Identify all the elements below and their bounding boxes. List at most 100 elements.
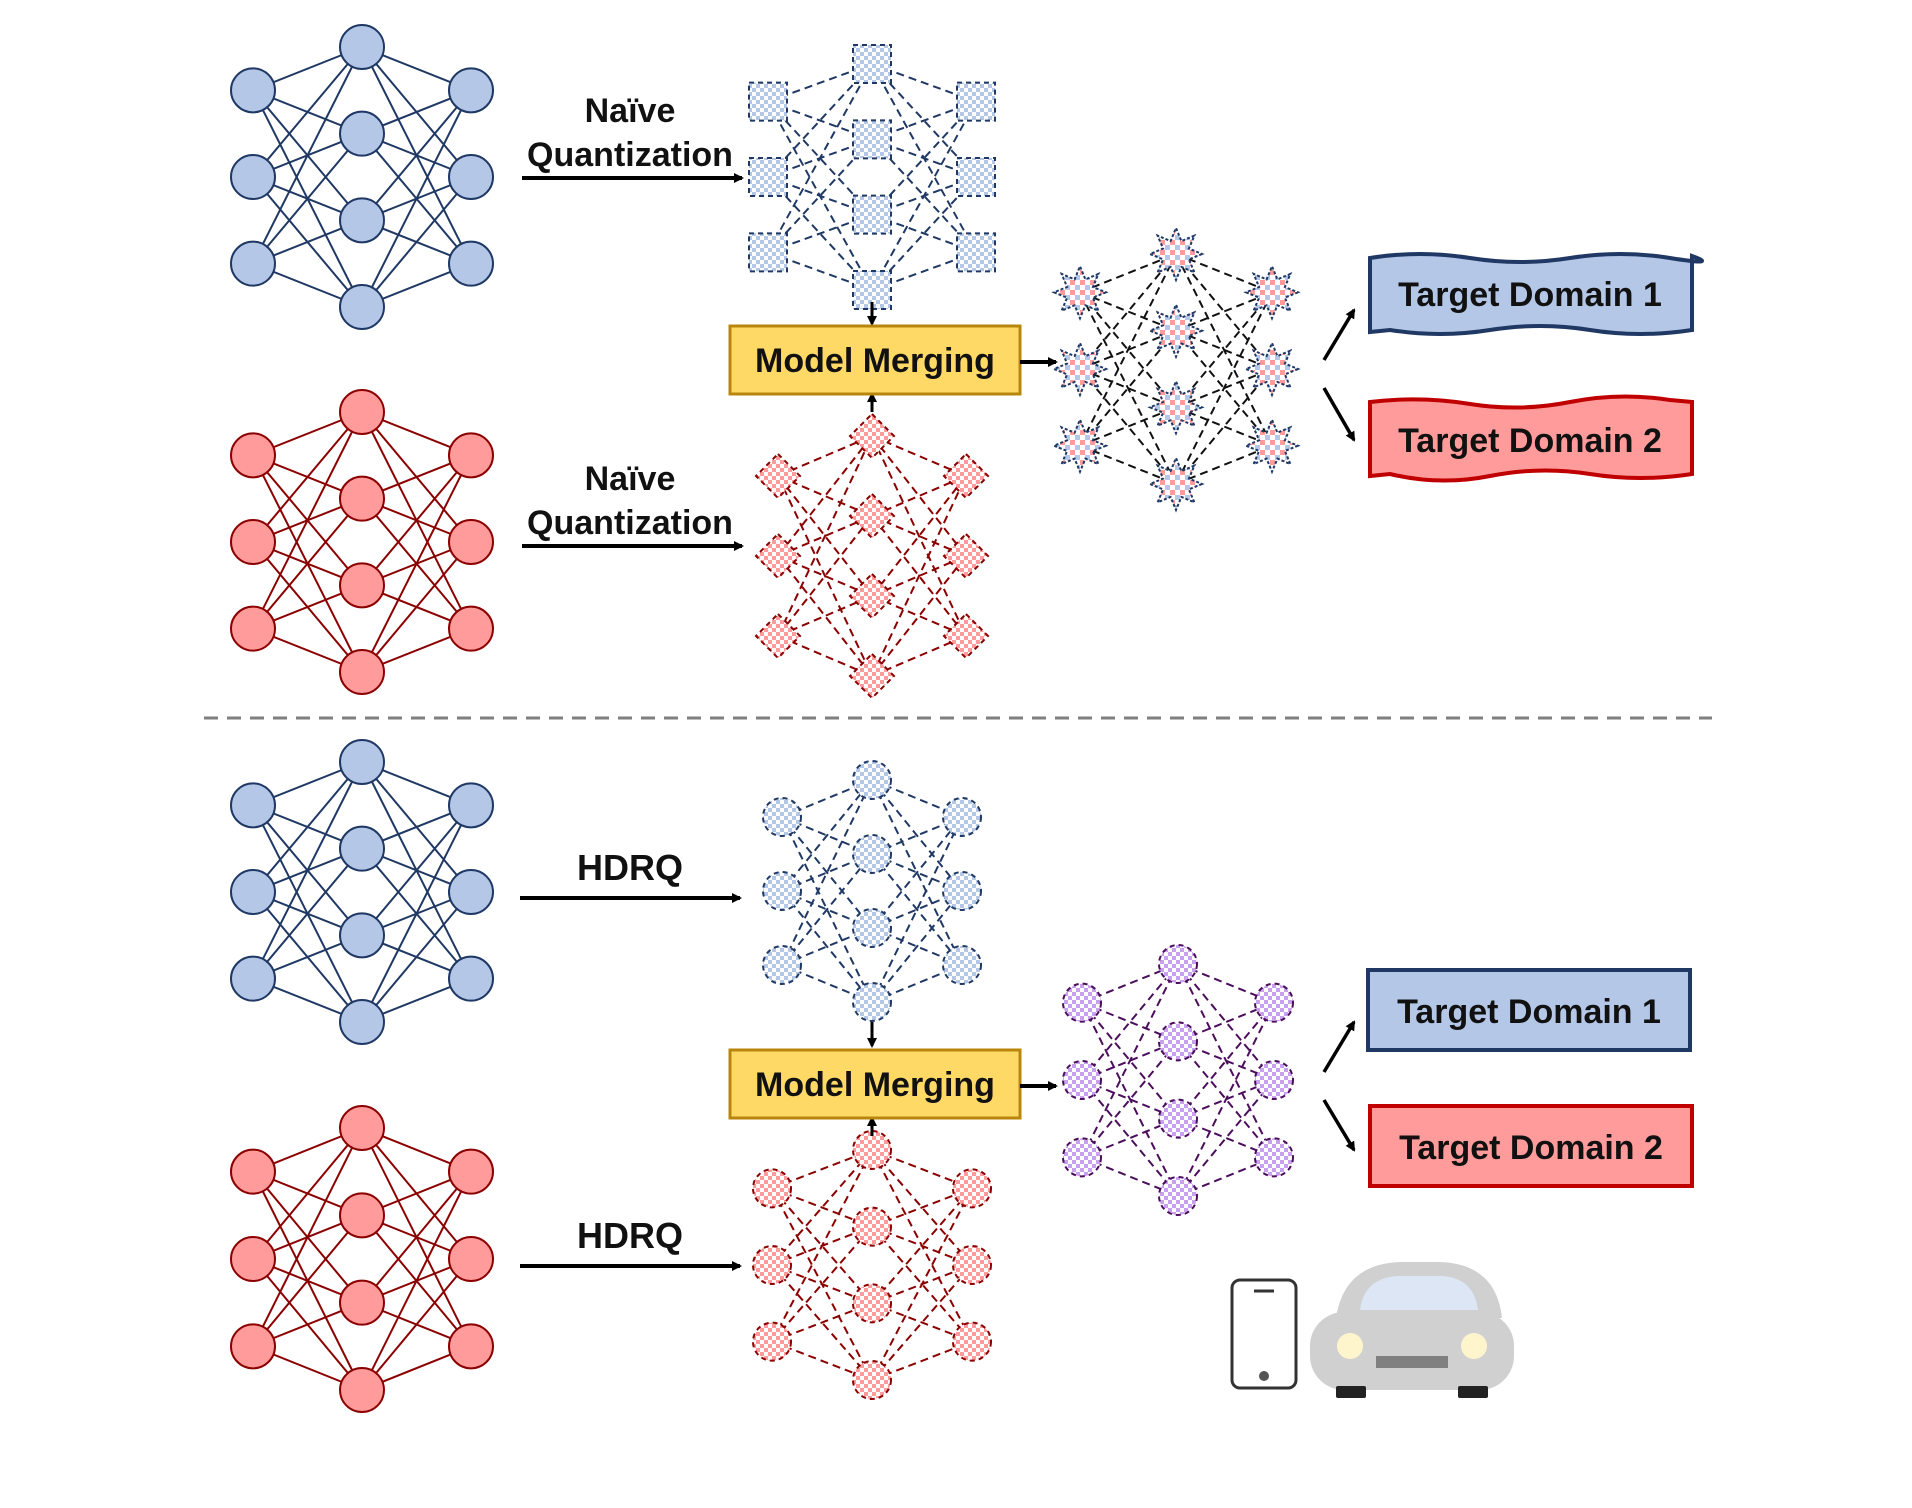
top-target2-arrow xyxy=(1322,387,1356,442)
bottom-blue-quant-net-edge xyxy=(781,779,873,966)
top-merged-noisy-net-edge xyxy=(1175,368,1273,485)
bottom-red-quant-net-node xyxy=(752,1321,792,1362)
top-red-quant-net xyxy=(754,412,990,700)
bottom-red-quant-net-node xyxy=(852,1283,892,1324)
bottom-blue-full-net-node xyxy=(448,782,494,829)
top-blue-quant-net-node xyxy=(956,232,996,273)
bottom-merged-net-node xyxy=(1062,1060,1102,1100)
top-blue-quant-net-node xyxy=(956,157,996,197)
bottom-red-full-net-edge xyxy=(252,1214,363,1347)
top-merged-noisy-net-edge xyxy=(1079,253,1177,370)
top-blue-arrow-label-1: Naïve xyxy=(585,92,676,130)
top-blue-quant-net-node xyxy=(852,119,892,160)
top-merged-noisy-net-edge xyxy=(1175,330,1273,447)
top-blue-quant-net-node xyxy=(748,81,788,122)
bottom-blue-quant-net-node xyxy=(762,945,802,985)
top-red-full-net-node xyxy=(448,432,494,479)
top-merged-noisy-net-edge xyxy=(1079,291,1177,485)
bottom-blue-full-net-edge xyxy=(361,891,472,1023)
bottom-red-quant-net-edge xyxy=(871,1187,973,1381)
bottom-target-domain-1: Target Domain 1 xyxy=(1366,968,1692,1052)
top-red-full-net-edge xyxy=(252,498,363,630)
bottom-blue-quant-net-node xyxy=(852,760,892,800)
bottom-red-full-net-node xyxy=(230,1323,276,1370)
top-red-full-net-node xyxy=(230,605,276,652)
top-blue-quant-net-node xyxy=(956,81,996,122)
bottom-blue-quant-net-edge xyxy=(781,816,873,1003)
bottom-blue-full-net-node xyxy=(448,869,494,915)
top-merged-noisy-net-edge xyxy=(1079,291,1177,408)
top-red-quant-net-edge xyxy=(871,475,967,677)
bottom-blue-quant-net-edge xyxy=(871,779,963,966)
top-red-full-net-node xyxy=(339,475,385,522)
top-red-quant-net-node xyxy=(848,572,896,620)
top-target-domain-1: Target Domain 1 xyxy=(1368,252,1705,336)
bottom-blue-quant-net-edge xyxy=(871,816,963,1003)
top-red-quant-net-node xyxy=(848,492,896,540)
top-red-full-net-edge xyxy=(361,454,472,673)
bottom-blue-quant-net-node xyxy=(942,945,982,985)
top-red-quant-net-edge xyxy=(777,475,873,677)
bottom-blue-full-net-edge xyxy=(361,804,472,1023)
bottom-blue-full-net-node xyxy=(339,825,385,872)
top-merged-noisy-net-edge xyxy=(1175,253,1273,370)
top-blue-quant-net-edge xyxy=(871,101,977,291)
top-red-arrow-label-2: Quantization xyxy=(527,504,733,542)
top-blue-full-net xyxy=(230,24,494,330)
top-red-arrow-label-1: Naïve xyxy=(585,460,676,498)
top-red-full-net-node xyxy=(339,649,385,695)
bottom-red-quant-net-node xyxy=(852,1130,892,1170)
top-red-quant-net-edge xyxy=(871,435,967,637)
top-merged-noisy-net-edge xyxy=(1079,330,1177,447)
bottom-blue-quant-net-node xyxy=(852,908,892,948)
bottom-blue-quant-net-node xyxy=(942,871,982,911)
bottom-merged-net-node xyxy=(1254,1137,1294,1178)
bottom-red-full-net-edge xyxy=(361,1171,472,1304)
bottom-red-full-net-node xyxy=(230,1148,276,1195)
bottom-merged-net-node xyxy=(1158,1098,1198,1139)
bottom-red-full-net-edge xyxy=(252,1127,363,1347)
top-blue-quant-net-node xyxy=(748,232,788,273)
top-blue-full-net-edge xyxy=(252,46,363,265)
bottom-merge-label: Model Merging xyxy=(755,1066,995,1104)
bottom-target-1-label: Target Domain 1 xyxy=(1397,993,1661,1031)
top-red-quant-net-node xyxy=(754,612,802,660)
bottom-red-full-net-edge xyxy=(361,1258,472,1391)
top-blue-quant-net-edge xyxy=(767,63,873,253)
top-red-full-net-edge xyxy=(252,411,363,543)
top-merged-noisy-net-node xyxy=(1051,417,1109,475)
top-target-2-label: Target Domain 2 xyxy=(1398,422,1662,460)
top-merged-noisy-net-edge xyxy=(1079,329,1177,370)
top-blue-full-net-node xyxy=(339,197,385,244)
top-merged-noisy-net-edge xyxy=(1079,253,1177,294)
bottom-red-quant-net-node xyxy=(752,1168,792,1209)
bottom-red-full-net-node xyxy=(448,1236,494,1282)
bottom-red-quant-net-node xyxy=(952,1321,992,1362)
top-merged-noisy-net-edge xyxy=(1175,253,1273,447)
bottom-red-full-net-node xyxy=(230,1236,276,1282)
bottom-red-full-net-node xyxy=(339,1279,385,1326)
top-blue-full-net-node xyxy=(339,24,385,70)
top-merged-noisy-net xyxy=(1051,225,1301,513)
bottom-blue-quant-net-edge xyxy=(871,779,963,892)
top-red-full-net-node xyxy=(448,519,494,565)
bottom-blue-full-net-edge xyxy=(252,848,363,980)
bottom-blue-full-net-node xyxy=(339,999,385,1045)
bottom-red-full-net-node xyxy=(339,1367,385,1413)
top-red-quant-net-edge xyxy=(871,435,967,557)
bottom-blue-quant-net-node xyxy=(852,834,892,874)
top-target-1-label: Target Domain 1 xyxy=(1398,276,1662,314)
top-merged-noisy-net-edge xyxy=(1079,368,1177,409)
bottom-blue-quant-net-edge xyxy=(781,816,873,929)
bottom-blue-full-net-node xyxy=(339,739,385,785)
top-blue-full-net-edge xyxy=(361,176,472,308)
bottom-target2-arrow xyxy=(1322,1099,1356,1152)
top-merged-noisy-net-node xyxy=(1147,455,1205,513)
top-target1-arrow xyxy=(1322,308,1356,361)
top-blue-full-net-node xyxy=(339,284,385,330)
bottom-blue-quant-net-edge xyxy=(781,779,873,892)
top-merge-box: Model Merging xyxy=(728,324,1022,396)
bottom-red-arrow-label: HDRQ xyxy=(577,1215,683,1256)
bottom-red-quant-net-node xyxy=(952,1168,992,1209)
top-blue-full-net-node xyxy=(230,240,276,287)
